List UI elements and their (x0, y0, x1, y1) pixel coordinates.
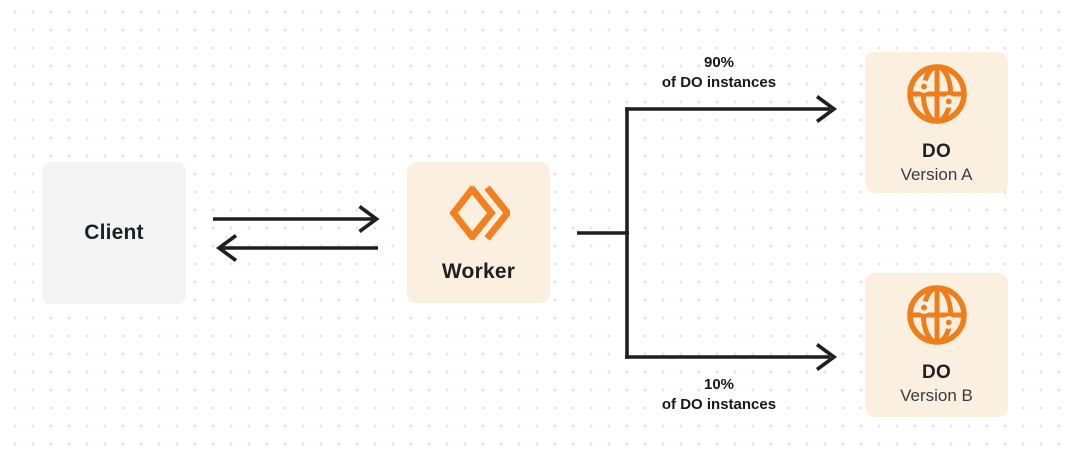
node-do-version-a: DO Version A (865, 52, 1008, 193)
arrow-worker-to-do-a (625, 95, 838, 123)
node-worker: Worker (407, 162, 550, 303)
arrow-worker-to-do-b (625, 343, 838, 371)
arrow-worker-to-client (215, 234, 378, 262)
do-a-subtitle: Version A (900, 165, 973, 184)
arrow-client-to-worker (213, 205, 380, 233)
node-do-version-b: DO Version B (865, 273, 1008, 417)
node-client: Client (42, 162, 186, 304)
split-bottom-caption: of DO instances (661, 395, 777, 413)
do-b-subtitle: Version B (900, 386, 973, 405)
durable-object-globe-icon (906, 63, 968, 125)
worker-label: Worker (441, 260, 516, 283)
split-top-label: 90% of DO instances (609, 53, 829, 92)
split-top-caption: of DO instances (661, 73, 777, 91)
split-top-percent: 90% (703, 54, 735, 71)
durable-object-globe-icon (906, 284, 968, 346)
client-label: Client (84, 221, 144, 244)
do-b-title: DO (921, 362, 952, 383)
split-bottom-percent: 10% (703, 376, 735, 393)
cloudflare-workers-icon (448, 182, 512, 244)
do-a-title: DO (921, 141, 952, 162)
split-bottom-label: 10% of DO instances (609, 375, 829, 414)
